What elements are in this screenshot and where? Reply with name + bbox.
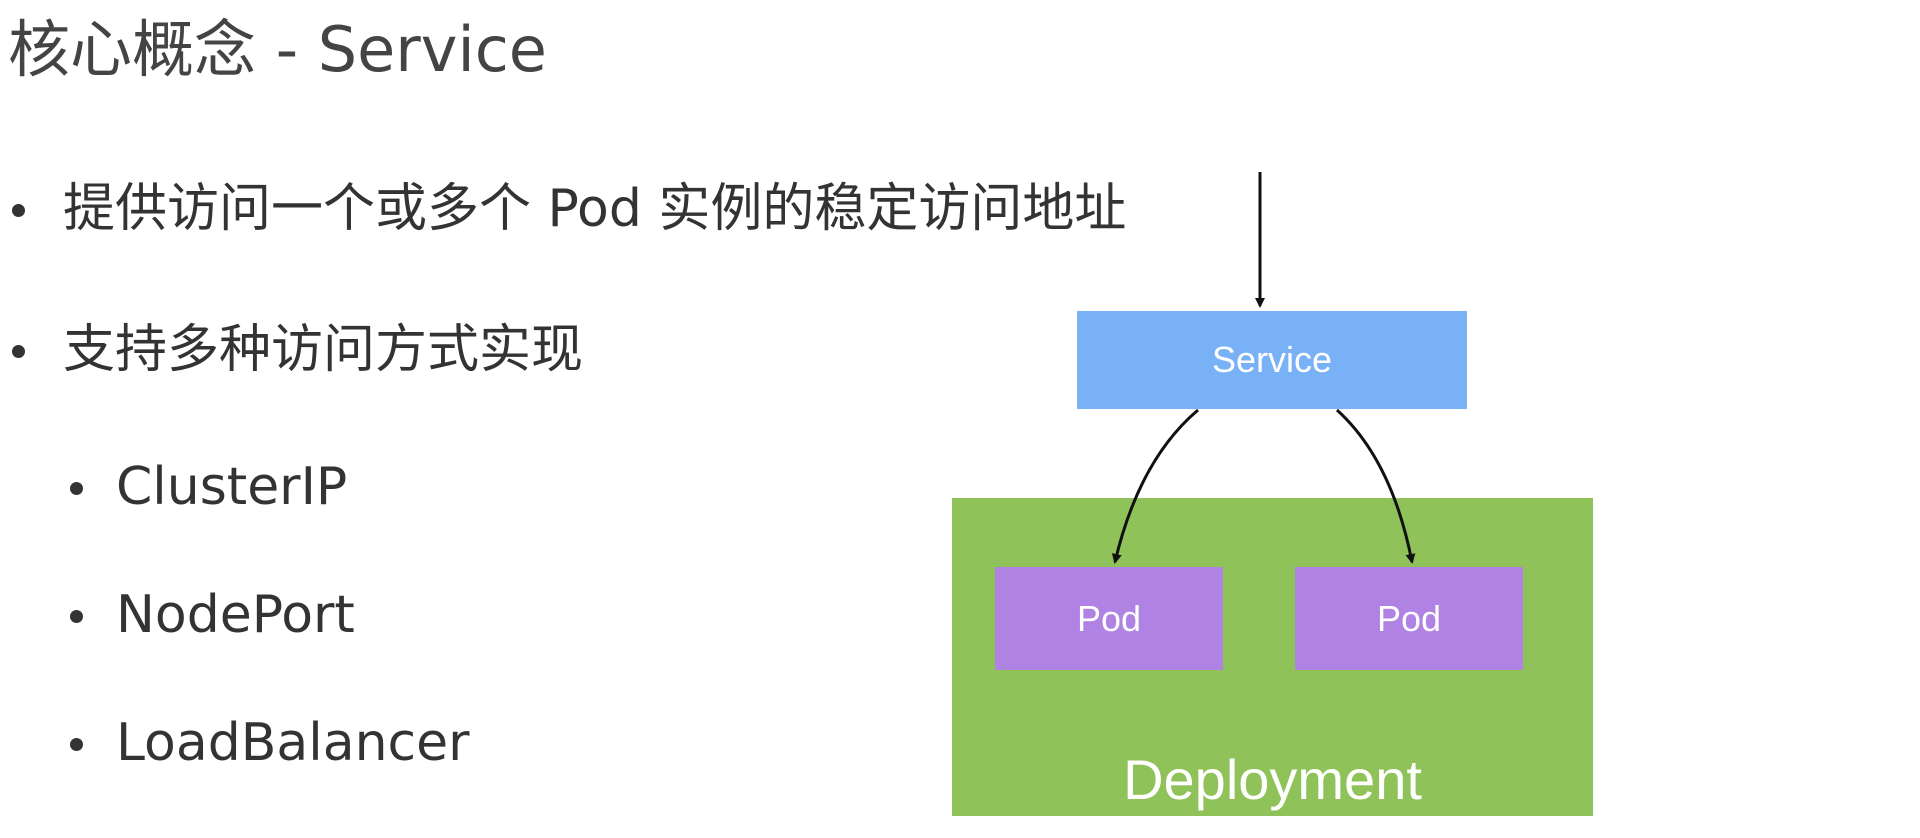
- sub-bullet-text: LoadBalancer: [116, 713, 470, 773]
- bullet-text: 支持多种访问方式实现: [63, 320, 584, 380]
- page-title: 核心概念 - Service: [8, 13, 547, 86]
- deployment-label: Deployment: [1123, 748, 1422, 811]
- bullet-item: 支持多种访问方式实现: [12, 318, 584, 382]
- bullet-text: 提供访问一个或多个 Pod 实例的稳定访问地址: [63, 179, 1127, 239]
- bullet-dot: [12, 345, 25, 358]
- pod-box-right: Pod: [1295, 567, 1523, 670]
- bullet-dot: [70, 738, 83, 751]
- bullet-dot: [70, 482, 83, 495]
- sub-bullet-text: NodePort: [116, 585, 355, 645]
- sub-bullet-item: LoadBalancer: [70, 711, 470, 775]
- sub-bullet-item: ClusterIP: [70, 455, 348, 519]
- pod-label: Pod: [1076, 597, 1142, 639]
- service-box: Service: [1077, 311, 1467, 409]
- service-to-pod-left-arrow: [1111, 408, 1199, 564]
- pod-box-left: Pod: [995, 567, 1223, 670]
- sub-bullet-text: ClusterIP: [116, 457, 348, 517]
- bullet-dot: [70, 610, 83, 623]
- sub-bullet-item: NodePort: [70, 583, 355, 647]
- bullet-dot: [12, 204, 25, 217]
- bullet-item: 提供访问一个或多个 Pod 实例的稳定访问地址: [12, 177, 1127, 241]
- service-label: Service: [1211, 339, 1333, 380]
- service-to-pod-right-arrow: [1335, 408, 1416, 564]
- pod-label: Pod: [1376, 597, 1442, 639]
